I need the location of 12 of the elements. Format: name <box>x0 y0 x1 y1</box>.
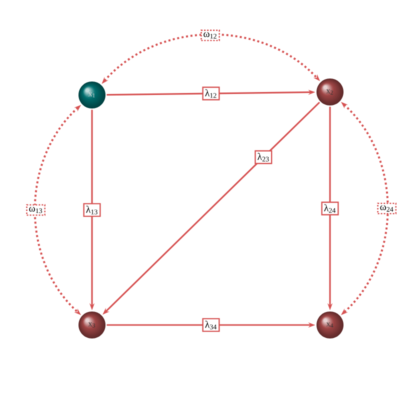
edge-label: λ$_{23}$ <box>254 150 272 164</box>
edge-label: λ$_{34}$ <box>202 318 220 332</box>
edge-label: ω$_{24}$ <box>377 202 397 214</box>
edge-label: λ$_{12}$ <box>202 86 220 100</box>
edge-label: ω$_{12}$ <box>200 30 220 42</box>
ball-node: x$_{2}$ <box>316 78 344 106</box>
edge-label: ω$_{13}$ <box>26 204 46 216</box>
ball-node: x$_{1}$ <box>78 82 106 108</box>
edge-label: λ$_{24}$ <box>321 202 339 216</box>
ball-node: x$_{3}$ <box>78 312 106 338</box>
edge-label: λ$_{13}$ <box>83 203 101 217</box>
ball-node: x$_{4}$ <box>316 312 344 338</box>
